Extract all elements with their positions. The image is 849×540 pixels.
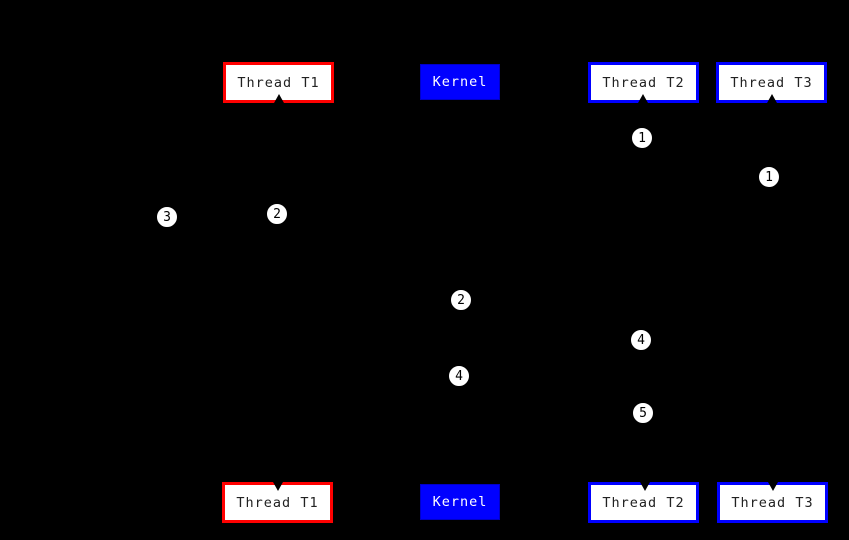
kernel-box-top: Kernel xyxy=(420,64,500,100)
step-circle: 2 xyxy=(450,289,472,311)
arrowhead-icon xyxy=(640,482,650,491)
arrowhead-icon xyxy=(274,94,284,103)
step-circle: 4 xyxy=(448,365,470,387)
arrowhead-icon xyxy=(638,94,648,103)
step-circle: 4 xyxy=(630,329,652,351)
step-circle: 1 xyxy=(631,127,653,149)
step-circle: 3 xyxy=(156,206,178,228)
step-circle: 5 xyxy=(632,402,654,424)
arrowhead-icon xyxy=(273,482,283,491)
kernel-box-bottom: Kernel xyxy=(420,484,500,520)
arrowhead-icon xyxy=(767,94,777,103)
step-circle: 2 xyxy=(266,203,288,225)
arrowhead-icon xyxy=(768,482,778,491)
step-circle: 1 xyxy=(758,166,780,188)
